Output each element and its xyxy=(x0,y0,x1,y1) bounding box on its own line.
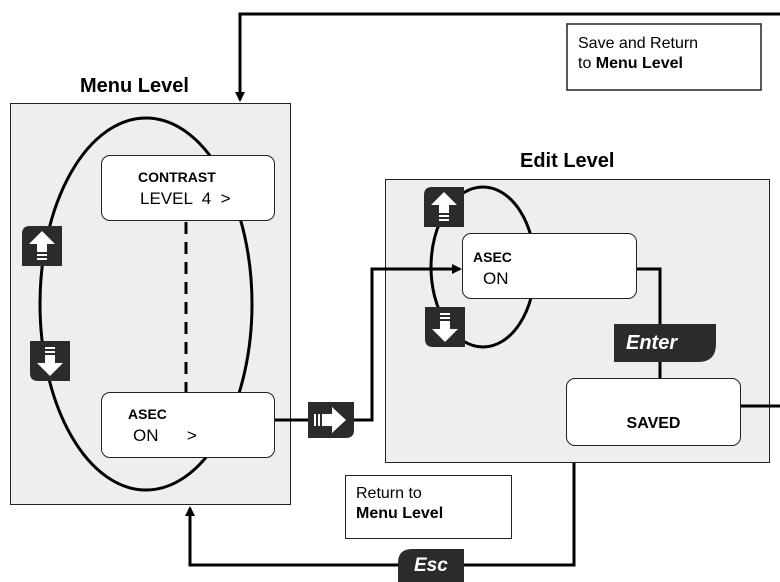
saved-text: SAVED xyxy=(626,415,681,432)
down-arrow-key-icon xyxy=(30,341,70,381)
esc-return-line xyxy=(185,463,576,567)
edit-up-arrow-key-icon xyxy=(424,187,464,227)
save-return-prefix: to xyxy=(578,55,596,72)
contrast-value: LEVEL 4 > xyxy=(140,189,231,208)
esc-key-shape xyxy=(398,549,464,582)
menu-asec-label: ASEC xyxy=(128,406,167,422)
edit-asec-label: ASEC xyxy=(473,249,512,265)
menu-asec-box: ASEC ON > xyxy=(101,392,275,458)
save-return-line1: Save and Return xyxy=(578,35,699,52)
saved-box: SAVED xyxy=(566,378,741,446)
menu-asec-value: ON > xyxy=(133,426,197,445)
enter-key-label: Enter xyxy=(626,332,678,354)
menu-level-title: Menu Level xyxy=(80,75,189,97)
save-return-note: Save and Return to Menu Level xyxy=(568,26,758,90)
save-return-line xyxy=(235,12,780,102)
save-return-bold: Menu Level xyxy=(595,55,683,72)
esc-key-icon: Esc xyxy=(398,549,464,582)
edit-asec-box: ASEC ON xyxy=(462,233,637,299)
menu-level-loop xyxy=(38,116,254,492)
return-line1: Return to xyxy=(356,485,422,502)
edit-down-arrow-key-icon xyxy=(425,307,465,347)
contrast-label: CONTRAST xyxy=(138,169,216,185)
up-arrow-key-icon xyxy=(22,226,62,266)
return-note: Return to Menu Level xyxy=(345,475,512,539)
key-to-edit-line xyxy=(353,264,462,422)
enter-key-icon: Enter xyxy=(614,324,716,362)
save-return-line2: to Menu Level xyxy=(578,54,748,74)
esc-key-label: Esc xyxy=(414,555,448,576)
edit-asec-value: ON xyxy=(483,269,509,288)
enter-key-shape xyxy=(614,324,716,362)
return-line2: Menu Level xyxy=(356,504,501,524)
contrast-level-box: CONTRAST LEVEL 4 > xyxy=(101,155,275,221)
return-bold: Menu Level xyxy=(356,505,444,522)
right-arrow-key-icon xyxy=(308,402,354,438)
edit-level-title: Edit Level xyxy=(520,150,615,172)
